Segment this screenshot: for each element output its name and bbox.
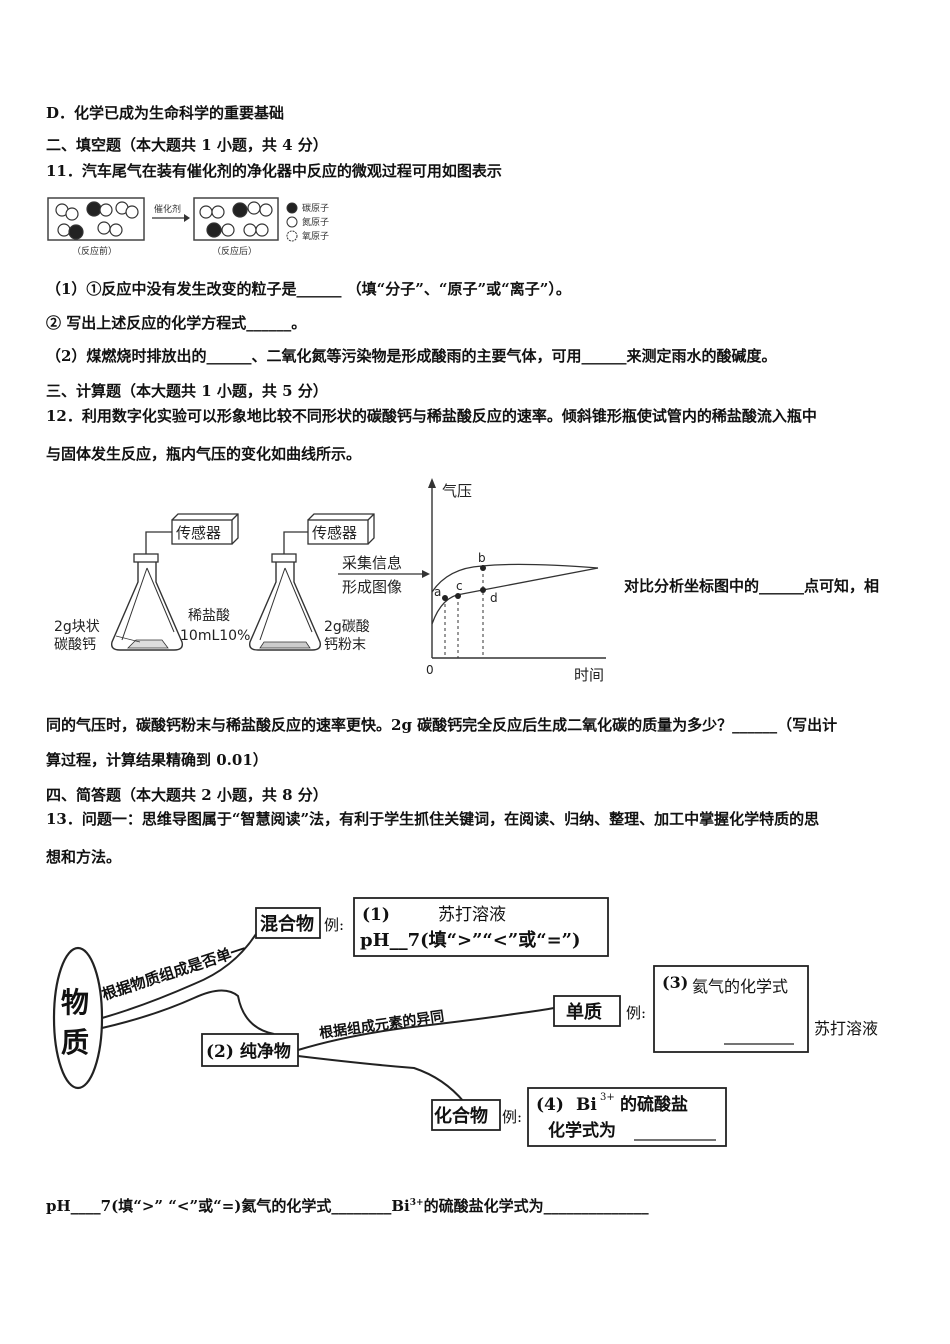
experiment-figure: 传感器 2g块状 碳酸钙 稀盐酸 10mL10% 传感器 2g碳酸 钙粉末 采集… [54, 478, 606, 684]
collect-line1: 采集信息 [342, 554, 402, 572]
compound-example-label: 例: [502, 1108, 522, 1126]
graph-origin: 0 [426, 663, 434, 677]
branch-top-label: 根据物质组成是否单一 [100, 940, 248, 1003]
point-c: c [456, 579, 463, 593]
question-11-part1b: ② 写出上述反应的化学方程式______。 [46, 314, 307, 332]
mixture-ex-num: (1) [362, 905, 390, 925]
before-label: （反应前） [72, 245, 117, 257]
compound-ex-bi: Bi [576, 1095, 597, 1115]
point-d: d [490, 591, 498, 605]
question-12-line2: 与固体发生反应，瓶内气压的变化如曲线所示。 [46, 445, 362, 463]
after-label: （反应后） [212, 245, 257, 257]
option-d: D．化学已成为生命科学的重要基础 [46, 104, 285, 122]
answer-line-sup: 3+ [409, 1198, 424, 1208]
micro-reaction-figure: （反应前） 催化剂 （反应后） 碳原子 氮原子 氧原子 [47, 197, 329, 257]
compound-ex-salt: 的硫酸盐 [620, 1094, 688, 1115]
left-solid-line2: 碳酸钙 [54, 637, 96, 653]
element-node: 单质 [566, 1001, 602, 1023]
compound-ex-num: (4) [536, 1095, 564, 1115]
question-12-line4: 算过程，计算结果精确到 0.01） [46, 751, 268, 769]
graph-xlabel: 时间 [574, 666, 604, 684]
section-heading-fill: 二、填空题（本大题共 1 小题，共 4 分） [46, 136, 328, 154]
answer-line-post: 的硫酸盐化学式为______________ [423, 1197, 649, 1215]
acid-line2: 10mL10% [180, 628, 250, 644]
question-13-line1: 13．问题一：思维导图属于“智慧阅读”法，有利于学生抓住关键词，在阅读、归纳、整… [46, 810, 820, 828]
answer-line-pre: pH____7(填“>” “<”或“=)氦气的化学式________Bi [46, 1197, 410, 1215]
compound-ex-formula: 化学式为 [548, 1120, 616, 1141]
right-solid-line1: 2g碳酸 [324, 619, 370, 635]
compound-node: 化合物 [434, 1105, 488, 1127]
collect-line2: 形成图像 [342, 578, 402, 596]
legend-carbon: 碳原子 [302, 202, 329, 214]
section-heading-short: 四、简答题（本大题共 2 小题，共 8 分） [46, 786, 328, 804]
left-solid-line1: 2g块状 [54, 619, 100, 635]
sensor-right-label: 传感器 [312, 524, 357, 542]
question-11-part2: （2）煤燃烧时排放出的______、二氧化氮等污染物是形成酸雨的主要气体，可用_… [46, 347, 777, 365]
question-12-line1: 12．利用数字化实验可以形象地比较不同形状的碳酸钙与稀盐酸反应的速率。倾斜锥形瓶… [46, 407, 817, 425]
sensor-left-label: 传感器 [176, 524, 221, 542]
pure-node: (2) 纯净物 [206, 1041, 291, 1062]
mixture-node: 混合物 [260, 913, 314, 935]
element-ex-name: 氦气的化学式 [692, 977, 788, 996]
catalyst-label: 催化剂 [154, 203, 181, 215]
question-13-line2: 想和方法。 [46, 848, 122, 866]
branch-bottom-label: 根据组成元素的异同 [318, 1008, 445, 1042]
compound-ex-charge: 3+ [600, 1092, 615, 1103]
mind-map-figure: 物 质 根据物质组成是否单一 混合物 例: (1) 苏打溶液 pH__7(填“>… [52, 897, 878, 1147]
question-12-line3: 同的气压时，碳酸钙粉末与稀盐酸反应的速率更快。2g 碳酸钙完全反应后生成二氧化碳… [46, 716, 838, 734]
mixture-example-label: 例: [324, 916, 344, 934]
root-char-1: 物 [61, 986, 89, 1019]
question-11-part1: （1）①反应中没有发生改变的粒子是______ （填“分子”、“原子”或“离子”… [46, 280, 571, 298]
element-ex-num: (3) [662, 973, 688, 992]
mixture-ex-name: 苏打溶液 [438, 905, 506, 925]
legend-nitrogen: 氮原子 [302, 216, 329, 228]
right-solid-line2: 钙粉末 [324, 637, 366, 653]
question-11: 11．汽车尾气在装有催化剂的净化器中反应的微观过程可用如图表示 [46, 162, 502, 180]
section-heading-calc: 三、计算题（本大题共 1 小题，共 5 分） [46, 382, 328, 400]
mixture-ex-ph: pH__7(填“>”“<”或“=”) [360, 929, 581, 951]
element-example-label: 例: [626, 1004, 646, 1022]
point-b: b [478, 551, 486, 565]
question-12-compare: 对比分析坐标图中的______点可知，相 [624, 577, 880, 595]
answer-line: pH____7(填“>” “<”或“=)氦气的化学式________Bi3+的硫… [46, 1193, 649, 1216]
side-note: 苏打溶液 [814, 1019, 878, 1038]
root-char-2: 质 [61, 1026, 89, 1059]
acid-line1: 稀盐酸 [188, 608, 230, 624]
legend-oxygen: 氧原子 [302, 230, 329, 242]
graph-ylabel: 气压 [442, 482, 472, 500]
point-a: a [434, 585, 441, 599]
